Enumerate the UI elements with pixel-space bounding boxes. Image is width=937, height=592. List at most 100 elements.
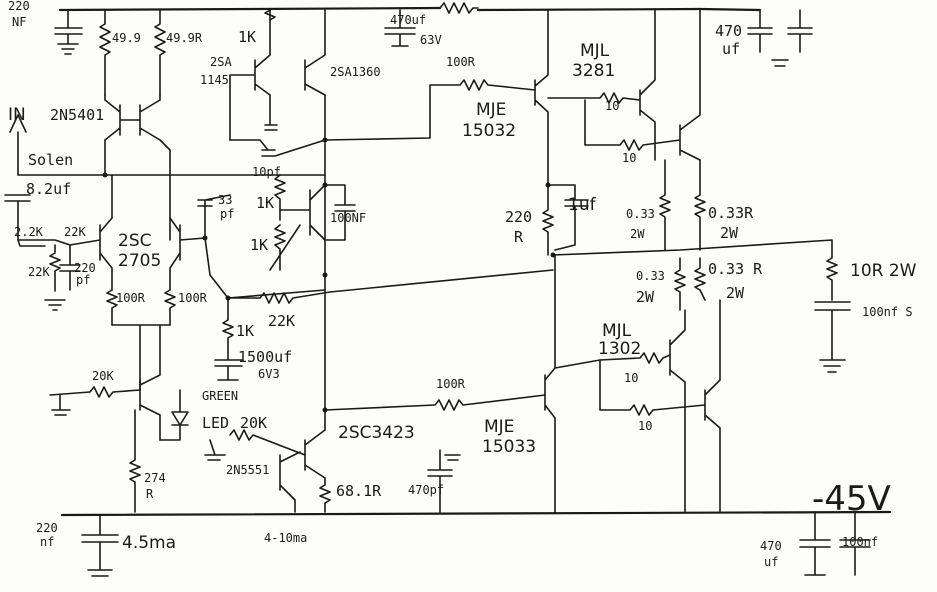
- c-100nf-br: [839, 511, 871, 576]
- r-033-b: [694, 159, 706, 251]
- label: 3281: [572, 61, 615, 81]
- label: 470: [760, 539, 782, 553]
- label: 1K: [236, 322, 254, 340]
- r-20k-a: [49, 324, 161, 441]
- r-274r: [129, 409, 141, 513]
- q-mje15033: [544, 254, 601, 513]
- r-033-d: [694, 257, 706, 301]
- label: 2W: [630, 227, 645, 241]
- label: uf: [722, 40, 740, 58]
- label: 2705: [118, 251, 161, 271]
- r-033-a: [659, 159, 671, 251]
- positive-rail-resistor: [439, 2, 479, 14]
- label: MJL: [580, 41, 610, 61]
- c-1uf: [547, 184, 589, 251]
- negative-rail: [60, 510, 892, 517]
- label: 10: [622, 151, 636, 165]
- label: IN: [8, 105, 26, 125]
- label: 22K: [268, 312, 295, 330]
- label: uf: [764, 555, 778, 569]
- label: 10: [605, 99, 619, 113]
- label: R: [146, 487, 154, 501]
- label: R: [514, 228, 524, 246]
- label: 100R: [178, 291, 208, 305]
- r-49-left: [99, 9, 111, 96]
- q-mje15032: [534, 9, 549, 186]
- r-681r: [319, 477, 331, 513]
- label: 1500uf: [238, 348, 292, 366]
- label: LED: [202, 414, 229, 432]
- q-2sa1360: [264, 9, 326, 131]
- q-2sc2705: [99, 217, 181, 291]
- label: 274: [144, 471, 166, 485]
- label: 100R: [436, 377, 466, 391]
- label: 1302: [598, 339, 641, 359]
- positive-rail: [58, 6, 762, 12]
- c-top-left: [54, 9, 83, 55]
- r-033-c: [674, 257, 686, 311]
- c-470pf: [427, 449, 461, 513]
- label: 0.33: [636, 269, 665, 283]
- label: 1K: [238, 28, 256, 46]
- label: 1K: [256, 194, 274, 212]
- label: 33: [218, 193, 232, 207]
- c-220pf: [59, 244, 81, 291]
- q-vbe: [279, 184, 326, 241]
- q-2sa1145: [229, 9, 271, 141]
- q-2sc3423: [304, 429, 326, 479]
- input-jack: [9, 114, 106, 176]
- r-49-right: [154, 9, 166, 96]
- label: 0.33: [626, 207, 655, 221]
- r-1k-fb: [214, 297, 243, 381]
- output-line: [552, 239, 838, 301]
- label: 2N5551: [226, 463, 269, 477]
- r-220r: [542, 184, 554, 256]
- c-zobel: [814, 301, 851, 373]
- label: 2SC: [118, 231, 151, 251]
- label: 10: [638, 419, 652, 433]
- r-100r-r: [164, 289, 176, 326]
- label: 470pf: [408, 483, 444, 497]
- q-mjl3281: [547, 9, 656, 161]
- label: 100R: [116, 291, 146, 305]
- label: 4-10ma: [264, 531, 307, 545]
- label: 68.1R: [336, 482, 382, 500]
- label: 2W: [720, 224, 739, 242]
- label: 220: [8, 0, 30, 13]
- label: 0.33R: [708, 204, 754, 222]
- r-100r-l: [106, 289, 118, 326]
- label: 470: [715, 22, 742, 40]
- label: nf: [40, 535, 54, 549]
- c-33pf: [197, 194, 231, 239]
- r-22k-gnd: [44, 244, 66, 311]
- label: 1uf: [568, 195, 597, 215]
- label: 100nf S: [862, 305, 913, 319]
- r-1k-top: [264, 9, 276, 21]
- label: 20K: [92, 369, 114, 383]
- label: 15032: [462, 121, 516, 141]
- label: 2N5401: [50, 106, 104, 124]
- label: 100NF: [330, 211, 366, 225]
- label: 22K: [28, 265, 50, 279]
- label: 22K: [64, 225, 86, 239]
- c-100nf-mid: [324, 184, 356, 241]
- label: 2SC3423: [338, 423, 415, 443]
- r-100r-top: [324, 79, 536, 141]
- label: 2SA1360: [330, 65, 381, 79]
- label: 6V3: [258, 367, 280, 381]
- r-100r-bot: [324, 394, 546, 411]
- label: 4.5ma: [122, 533, 176, 553]
- negative-rail-label: -45V: [812, 479, 891, 519]
- label: 0.33 R: [708, 260, 763, 278]
- label: GREEN: [202, 389, 238, 403]
- label: 220: [74, 261, 96, 275]
- c-470uf-tr: [747, 9, 813, 67]
- label: 49.9: [112, 31, 141, 45]
- q-2n5551: [229, 429, 306, 513]
- label: 100R: [446, 55, 476, 69]
- label: 8.2uf: [26, 180, 71, 198]
- label: NF: [12, 15, 26, 29]
- label: 63V: [420, 33, 442, 47]
- label: 10R 2W: [850, 261, 917, 281]
